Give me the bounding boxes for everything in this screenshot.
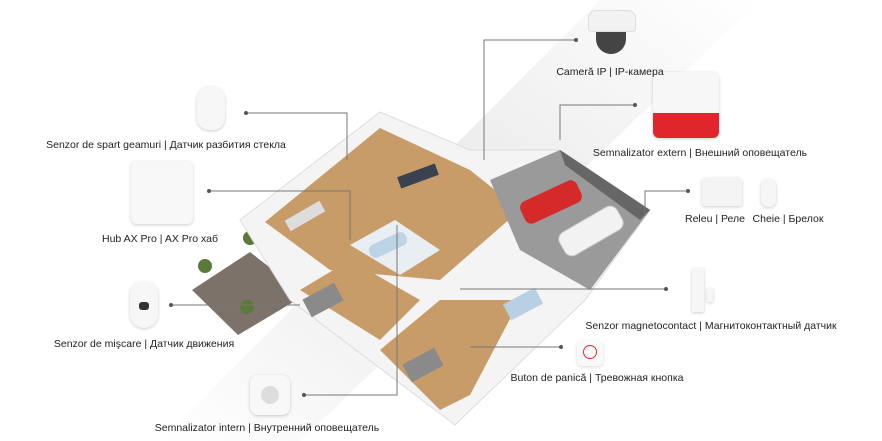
- hub-label: Hub AX Pro | AX Pro хаб: [101, 233, 219, 245]
- bed: [402, 347, 444, 383]
- connector-dot: [244, 111, 248, 115]
- magnetic-contact-label: Senzor magnetocontact | Магнитоконтактны…: [585, 320, 837, 332]
- bed: [502, 287, 544, 321]
- internal-siren-icon: [250, 375, 290, 415]
- connector-dot: [664, 287, 668, 291]
- connector-dot: [559, 345, 563, 349]
- keyfob-icon: [761, 179, 776, 207]
- plant: [198, 259, 212, 273]
- patio: [192, 252, 305, 335]
- camera-label: Cameră IP | IP-камера: [556, 66, 664, 78]
- relay-label: Releu | Реле: [685, 213, 745, 225]
- garage-wall: [560, 150, 650, 220]
- external-siren-label: Semnalizator extern | Внешний оповещател…: [592, 147, 808, 159]
- red-car: [520, 180, 582, 224]
- ip-camera-icon: [588, 10, 636, 58]
- connector-dot: [686, 189, 690, 193]
- magnetic-contact-icon: [692, 268, 704, 312]
- dark-sofa: [397, 163, 439, 189]
- hub-icon: [131, 161, 193, 224]
- connector-dot: [574, 38, 578, 42]
- keyfob-label: Cheie | Брелок: [752, 213, 824, 225]
- connector-dot: [169, 303, 173, 307]
- motion-sensor-label: Senzor de mişcare | Датчик движения: [53, 338, 235, 350]
- motion-sensor-icon: [130, 282, 158, 328]
- internal-siren-label: Semnalizator intern | Внутренний оповеща…: [154, 422, 380, 434]
- sofa: [284, 200, 326, 232]
- external-siren-icon: [653, 72, 719, 138]
- connector-dot: [633, 103, 637, 107]
- glass-break-label: Senzor de spart geamuri | Датчик разбити…: [46, 139, 286, 151]
- glass-break-sensor-icon: [197, 86, 225, 130]
- lower-floor: [380, 300, 520, 410]
- white-car: [558, 205, 624, 257]
- magnetic-contact-magnet-icon: [707, 288, 713, 302]
- panic-button-icon: [577, 340, 603, 366]
- bathtub: [368, 232, 408, 258]
- connector-lines: [171, 39, 688, 396]
- bed: [302, 282, 344, 318]
- living-floor: [265, 128, 520, 280]
- relay-icon: [702, 178, 742, 206]
- connector-dot: [207, 189, 211, 193]
- panic-button-label: Buton de panică | Тревожная кнопка: [510, 372, 684, 384]
- bedroom-floor: [300, 260, 420, 340]
- connector-dot: [302, 393, 306, 397]
- plant: [240, 300, 254, 314]
